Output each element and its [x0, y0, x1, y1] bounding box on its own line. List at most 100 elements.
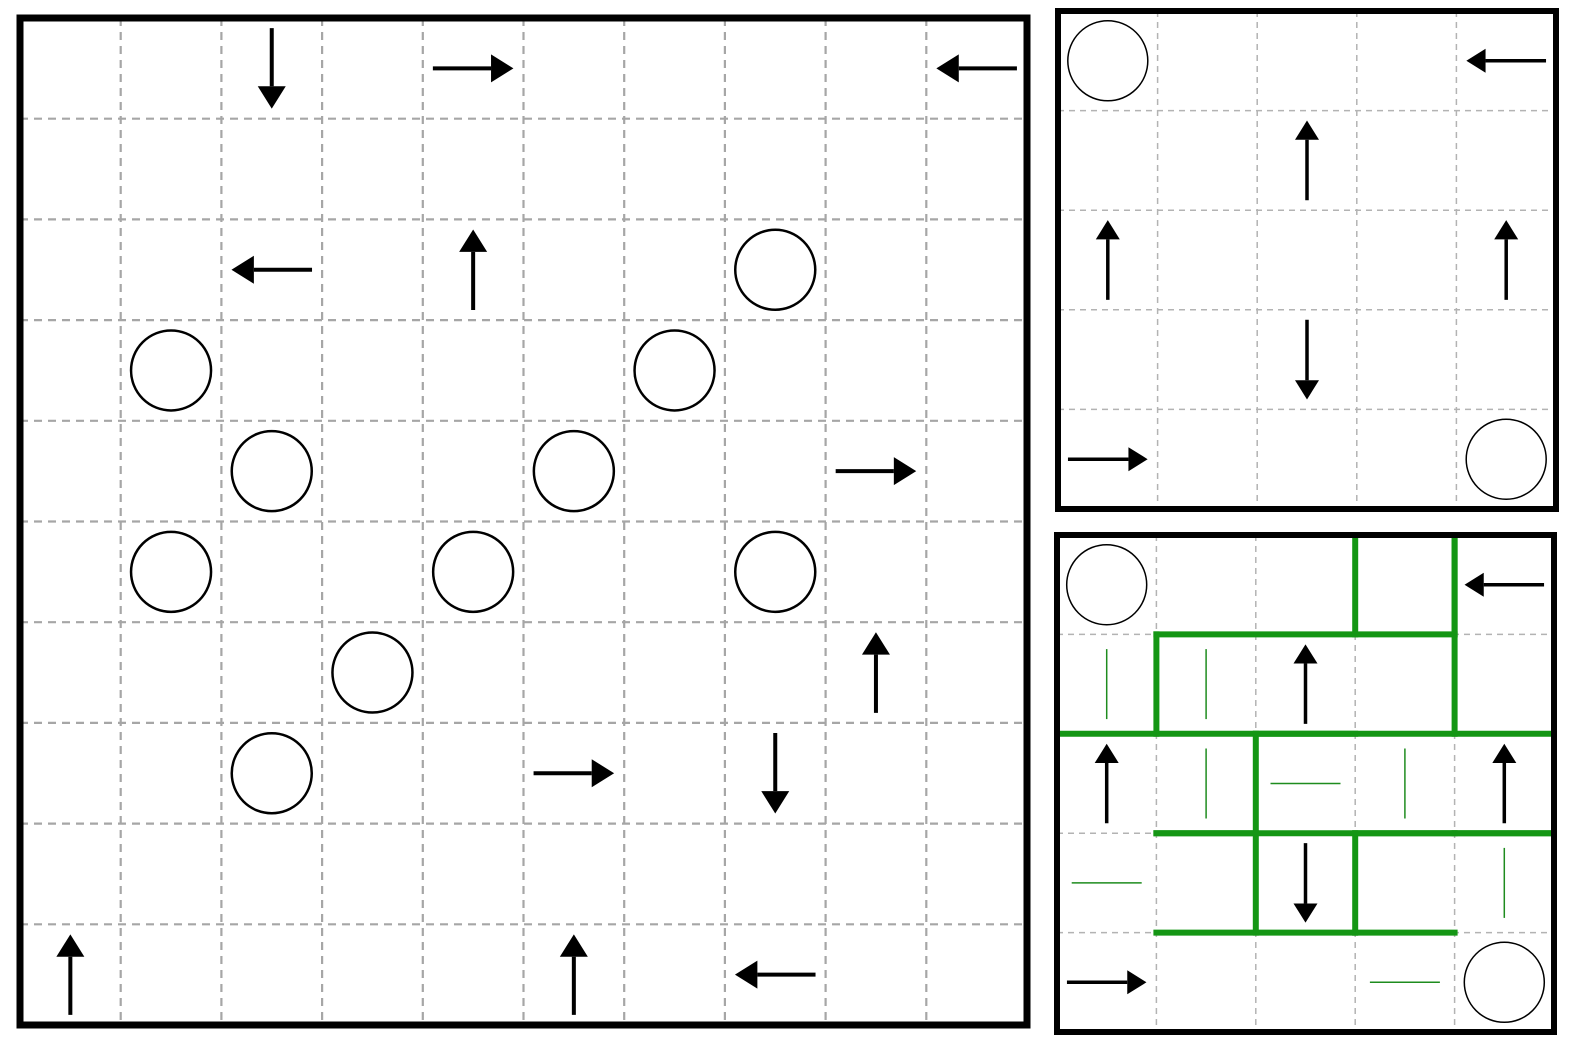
grid-cell[interactable] [926, 824, 1027, 925]
grid-cell[interactable] [221, 119, 322, 220]
arrow-head [1293, 644, 1318, 664]
grid-cell[interactable] [926, 119, 1027, 220]
grid-cell[interactable] [826, 924, 927, 1025]
grid-cell[interactable] [524, 119, 625, 220]
grid-cell[interactable] [423, 421, 524, 522]
grid-cell[interactable] [826, 219, 927, 320]
arrow-left-icon [1466, 48, 1547, 73]
grid-cell[interactable] [121, 119, 222, 220]
grid-cell[interactable] [322, 320, 423, 421]
circle-icon [230, 732, 313, 815]
grid-cell[interactable] [20, 320, 121, 421]
grid-cell[interactable] [20, 421, 121, 522]
grid-cell[interactable] [524, 320, 625, 421]
grid-cell[interactable] [221, 522, 322, 623]
grid-cell[interactable] [20, 622, 121, 723]
grid-cell[interactable] [624, 421, 725, 522]
grid-cell[interactable] [926, 723, 1027, 824]
grid-cell[interactable] [20, 219, 121, 320]
arrow-up-icon [1295, 120, 1319, 201]
grid-cell[interactable] [524, 522, 625, 623]
grid-cell[interactable] [423, 924, 524, 1025]
grid-cell[interactable] [20, 119, 121, 220]
grid-cell[interactable] [423, 723, 524, 824]
grid-cell[interactable] [926, 924, 1027, 1025]
grid-cell[interactable] [524, 622, 625, 723]
arrow-head [459, 229, 488, 252]
grid-border [1055, 8, 1559, 512]
grid-cell[interactable] [121, 824, 222, 925]
grid-cell[interactable] [121, 622, 222, 723]
grid-cell[interactable] [926, 320, 1027, 421]
grid-cell[interactable] [221, 320, 322, 421]
grid-cell[interactable] [322, 522, 423, 623]
grid-cell[interactable] [926, 421, 1027, 522]
grid-cell[interactable] [423, 119, 524, 220]
grid-cell[interactable] [524, 18, 625, 119]
grid-cell[interactable] [624, 824, 725, 925]
grid-cell[interactable] [20, 723, 121, 824]
arrow-down-icon [761, 732, 790, 814]
grid-cell[interactable] [725, 824, 826, 925]
grid-cell[interactable] [926, 219, 1027, 320]
grid-cell[interactable] [322, 119, 423, 220]
arrow-left-icon [231, 255, 313, 284]
arrow-head [1466, 48, 1486, 73]
main-puzzle-grid[interactable] [16, 14, 1031, 1029]
grid-cell[interactable] [826, 723, 927, 824]
grid-cell[interactable] [926, 622, 1027, 723]
grid-cell[interactable] [926, 522, 1027, 623]
grid-cell[interactable] [624, 723, 725, 824]
grid-cell[interactable] [826, 320, 927, 421]
circle-icon [331, 631, 414, 714]
grid-cell[interactable] [423, 824, 524, 925]
grid-cell[interactable] [121, 219, 222, 320]
grid-cell[interactable] [524, 219, 625, 320]
arrow-down-icon [257, 28, 286, 109]
grid-cell[interactable] [322, 219, 423, 320]
grid-cell[interactable] [624, 119, 725, 220]
grid-cell[interactable] [121, 421, 222, 522]
grid-cell[interactable] [322, 924, 423, 1025]
arrow-up-icon [861, 632, 890, 713]
circle-icon [734, 228, 817, 311]
grid-cell[interactable] [624, 622, 725, 723]
grid-cell[interactable] [624, 219, 725, 320]
arrow-right-icon [432, 54, 514, 83]
grid-cell[interactable] [826, 824, 927, 925]
grid-cell[interactable] [20, 18, 121, 119]
grid-cell[interactable] [725, 119, 826, 220]
arrow-up-icon [1094, 743, 1119, 824]
grid-cell[interactable] [221, 924, 322, 1025]
arrow-right-icon [1066, 970, 1147, 995]
grid-cell[interactable] [322, 18, 423, 119]
grid-cell[interactable] [725, 18, 826, 119]
grid-cell[interactable] [121, 18, 222, 119]
grid-cell[interactable] [826, 522, 927, 623]
grid-cell[interactable] [20, 824, 121, 925]
circle-icon [1463, 941, 1546, 1024]
grid-cell[interactable] [322, 723, 423, 824]
grid-cell[interactable] [725, 622, 826, 723]
grid-cell[interactable] [524, 824, 625, 925]
grid-cell[interactable] [322, 824, 423, 925]
arrow-head [1095, 220, 1120, 240]
grid-cell[interactable] [121, 723, 222, 824]
grid-cell[interactable] [826, 119, 927, 220]
grid-cell[interactable] [322, 421, 423, 522]
grid-cell[interactable] [221, 824, 322, 925]
grid-cell[interactable] [221, 622, 322, 723]
arrow-head [893, 457, 917, 486]
grid-cell[interactable] [624, 522, 725, 623]
grid-cell[interactable] [20, 522, 121, 623]
grid-cell[interactable] [423, 622, 524, 723]
grid-cell[interactable] [624, 924, 725, 1025]
grid-border [1054, 532, 1557, 1035]
grid-cell[interactable] [423, 320, 524, 421]
grid-cell[interactable] [121, 924, 222, 1025]
grid-cell[interactable] [725, 421, 826, 522]
grid-cell[interactable] [624, 18, 725, 119]
arrow-head [936, 54, 959, 83]
grid-cell[interactable] [725, 320, 826, 421]
grid-cell[interactable] [826, 18, 927, 119]
